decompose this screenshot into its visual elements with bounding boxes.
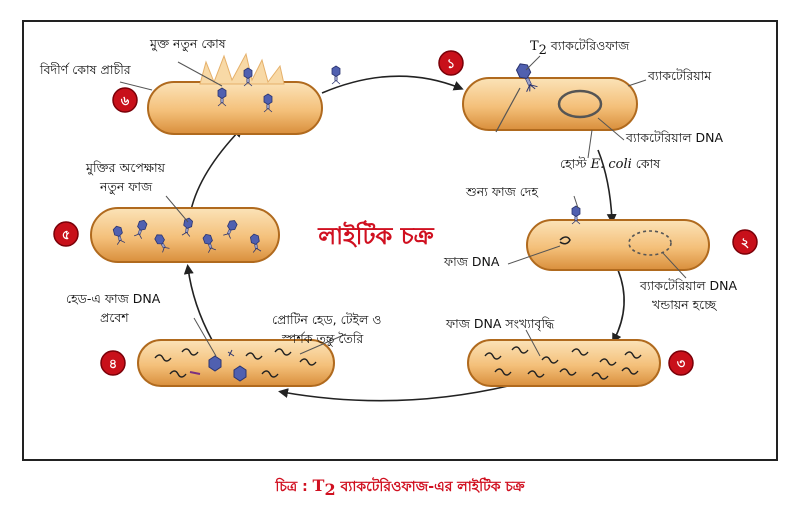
stage-badge-4: ৪	[100, 350, 126, 376]
arrow-2-to-3	[612, 269, 625, 344]
arrow-1-to-2	[597, 149, 617, 224]
label-burst-wall: বিদীর্ণ কোষ প্রাচীর	[39, 62, 132, 77]
burst-wall	[199, 52, 285, 85]
label-host-ecoli: হোস্ট E. coli কোষ	[560, 156, 661, 172]
forming-phage-heads	[189, 349, 247, 382]
svg-text:৩: ৩	[677, 357, 686, 372]
stage-badge-6: ৬	[112, 87, 138, 113]
svg-text:৬: ৬	[121, 94, 130, 109]
label-head-dna-2: প্রবেশ	[100, 310, 129, 325]
arrow-6-to-1	[321, 75, 464, 94]
bacterial-dna-ring	[557, 89, 603, 119]
label-dna-breaking-2: খন্ডায়ন হচ্ছে	[652, 297, 718, 312]
stage-badge-3: ৩	[668, 350, 694, 376]
stage-3-cell	[467, 339, 661, 387]
arrow-5-to-6	[190, 127, 243, 211]
svg-text:৫: ৫	[62, 228, 70, 243]
label-bacterial-dna: ব্যাকটেরিয়াল DNA	[625, 130, 723, 145]
stage-2-cell	[526, 205, 710, 271]
label-bacterium: ব্যাকটেরিয়াম	[647, 68, 712, 83]
arrow-3-to-4	[278, 385, 509, 402]
label-protein-2: স্পর্শক তন্তু তৈরি	[281, 331, 364, 347]
label-empty-phage-body: শুন্য ফাজ দেহ	[465, 184, 539, 199]
fragmenting-dna-ring	[628, 230, 672, 256]
center-title: লাইটিক চক্র	[317, 220, 434, 250]
label-waiting-2: নতুন ফাজ	[99, 179, 153, 195]
svg-text:৪: ৪	[109, 357, 117, 372]
stage-6-cell	[147, 52, 341, 135]
leader-lines	[119, 55, 687, 357]
label-dna-replication: ফাজ DNA সংখ্যাবৃদ্ধি	[445, 316, 555, 332]
figure-caption: চিত্র : T2 ব্যাকটেরিওফাজ-এর লাইটিক চক্র	[274, 476, 526, 499]
stage-badge-1: ১	[438, 50, 464, 76]
svg-text:১: ১	[447, 57, 455, 72]
label-head-dna-1: হেড-এ ফাজ DNA	[66, 291, 161, 306]
arrow-4-to-5	[183, 264, 213, 341]
stage-1-cell	[462, 60, 638, 133]
phage-dna-strand	[559, 236, 571, 245]
svg-text:২: ২	[741, 236, 749, 251]
stage-badge-5: ৫	[53, 221, 79, 247]
stage-badge-2: ২	[732, 229, 758, 255]
label-free-new-cells: মুক্ত নতুন কোষ	[149, 36, 227, 52]
label-waiting-1: মুক্তির অপেক্ষায়	[85, 160, 166, 176]
label-phage-dna: ফাজ DNA	[443, 254, 500, 269]
label-t2-phage: T2 ব্যাকটেরিওফাজ	[530, 38, 630, 58]
stage-4-cell	[137, 339, 335, 387]
label-protein-1: প্রোটিন হেড, টেইল ও	[272, 312, 382, 327]
label-dna-breaking-1: ব্যাকটেরিয়াল DNA	[639, 278, 737, 293]
stage-5-cell	[90, 207, 280, 263]
cycle-arrows	[183, 75, 625, 402]
